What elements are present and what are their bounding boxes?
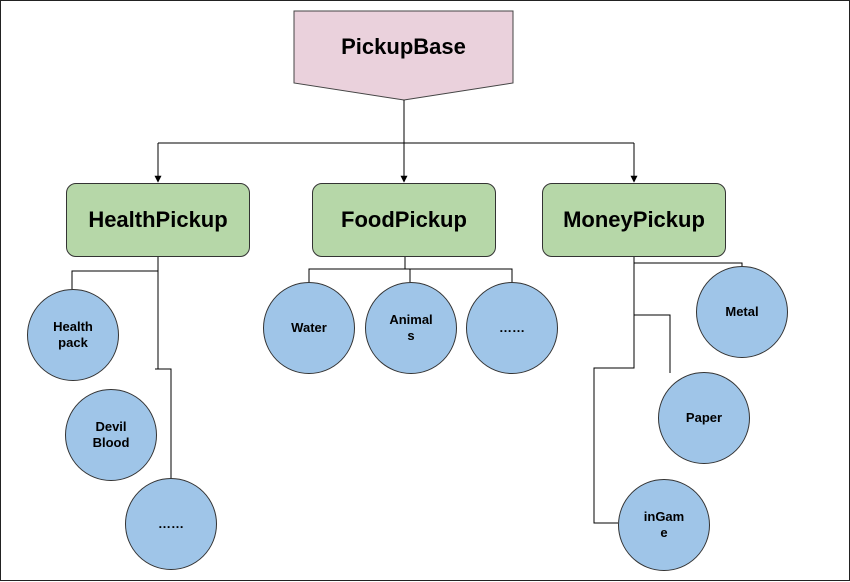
connector-money-3: [593, 315, 635, 524]
item-ingame: inGam e: [618, 479, 710, 571]
connector-food-bus: [308, 257, 406, 282]
item-animals: Animal s: [365, 282, 457, 374]
connector-health-1: [71, 257, 159, 289]
item-health-pack: Health pack: [27, 289, 119, 381]
item-metal: Metal: [696, 266, 788, 358]
item-water: Water: [263, 282, 355, 374]
connector-health-2: [155, 271, 159, 370]
connector-money-2: [633, 263, 671, 373]
category-box-food: [312, 183, 496, 257]
item-health-more: ……: [125, 478, 217, 570]
category-label-health: HealthPickup: [88, 207, 228, 232]
category-box-health: [66, 183, 250, 257]
category-label-food: FoodPickup: [341, 207, 467, 232]
category-label-money: MoneyPickup: [563, 207, 705, 232]
connector-money-1: [633, 257, 743, 267]
item-food-more: ……: [466, 282, 558, 374]
connector-health-3: [158, 368, 172, 479]
item-paper: Paper: [658, 372, 750, 464]
item-devil-blood: Devil Blood: [65, 389, 157, 481]
connector-food-2: [405, 268, 411, 282]
category-box-money: [542, 183, 726, 257]
connector-food-3: [410, 268, 513, 282]
root-shape: [293, 10, 514, 101]
root-label: PickupBase: [341, 34, 466, 59]
